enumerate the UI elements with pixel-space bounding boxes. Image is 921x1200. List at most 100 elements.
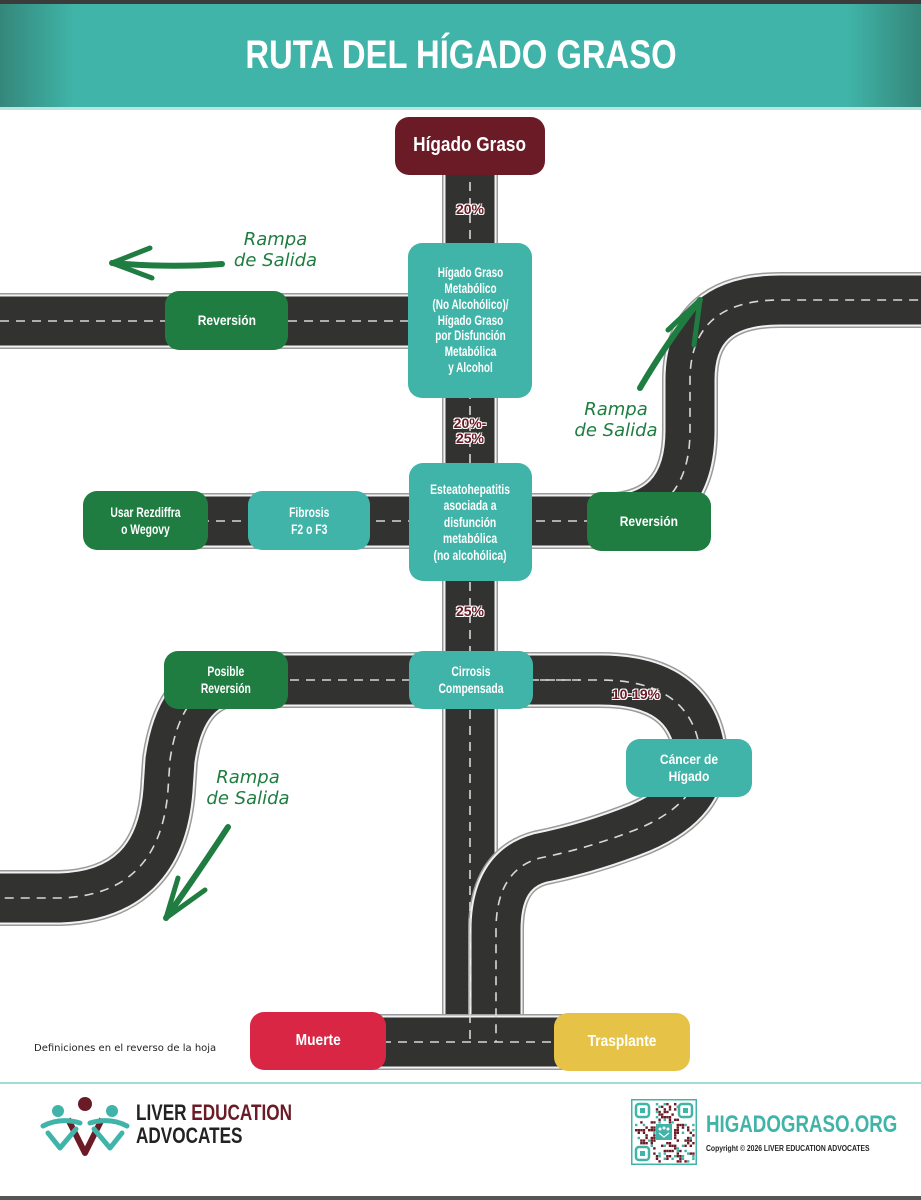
node-possible-reversion-label: Posible Reversión bbox=[197, 663, 255, 696]
cirrhosis-line: Cirrosis bbox=[451, 663, 491, 680]
exit-ramp-label-left: Rampa de Salida bbox=[228, 229, 323, 271]
road-cancer-curve bbox=[468, 652, 729, 1042]
node-mash: Esteatohepatitis asociada a disfunción m… bbox=[409, 463, 532, 581]
roads bbox=[0, 150, 921, 1070]
page-title: RUTA DEL HÍGADO GRASO bbox=[244, 33, 677, 77]
qr-module bbox=[637, 1129, 640, 1132]
qr-module bbox=[655, 1103, 659, 1106]
exit-ramp-line: de Salida bbox=[574, 419, 658, 441]
qr-module bbox=[655, 1108, 659, 1111]
qr-module bbox=[687, 1142, 690, 1145]
pct-to-cirrhosis: 25% bbox=[455, 603, 485, 619]
qr-module bbox=[681, 1123, 685, 1127]
qr-module bbox=[676, 1123, 679, 1127]
node-transplant-label: Trasplante bbox=[587, 1032, 657, 1050]
masld-line: Hígado Graso bbox=[437, 312, 503, 328]
liver-education-advocates-logo-icon bbox=[40, 1097, 130, 1156]
copyright-text: Copyright © 2026 LIVER EDUCATION ADVOCAT… bbox=[706, 1144, 870, 1153]
node-liver-cancer-label: Cáncer de Hígado bbox=[659, 751, 719, 784]
qr-module bbox=[692, 1152, 695, 1155]
qr-module bbox=[689, 1136, 692, 1140]
node-death-label: Muerte bbox=[295, 1031, 341, 1049]
qr-module bbox=[653, 1152, 656, 1155]
exit-ramp-line: Rampa bbox=[584, 399, 648, 420]
qr-module bbox=[689, 1139, 692, 1142]
fibrosis-line: F2 o F3 bbox=[290, 520, 328, 537]
pct-to-cancer: 10-19% bbox=[611, 686, 661, 702]
qr-code-icon[interactable] bbox=[631, 1099, 697, 1165]
qr-module bbox=[653, 1126, 656, 1129]
qr-module bbox=[640, 1139, 643, 1142]
masld-line: Metabólica bbox=[444, 344, 496, 360]
qr-module bbox=[661, 1144, 664, 1147]
qr-module bbox=[676, 1129, 679, 1132]
treatment-line: Usar Rezdiffra bbox=[110, 503, 181, 520]
pct-to-mash-line: 20%- bbox=[453, 415, 487, 431]
qr-module bbox=[648, 1129, 651, 1132]
qr-module bbox=[653, 1136, 656, 1140]
qr-module bbox=[658, 1110, 661, 1114]
qr-module bbox=[658, 1155, 661, 1158]
qr-module bbox=[676, 1152, 679, 1155]
qr-module bbox=[655, 1116, 659, 1119]
qr-module bbox=[640, 1121, 643, 1124]
fibrosis-line: Fibrosis bbox=[288, 503, 330, 520]
qr-module bbox=[679, 1157, 682, 1160]
qr-module bbox=[692, 1155, 695, 1158]
qr-module bbox=[655, 1155, 659, 1158]
qr-module bbox=[663, 1108, 666, 1111]
treatment-line: o Wegovy bbox=[121, 520, 170, 537]
exit-ramp-line: de Salida bbox=[206, 787, 290, 809]
qr-module bbox=[642, 1129, 646, 1132]
masld-line: (No Alcohólico)/ bbox=[431, 296, 509, 312]
node-reversion-left-label: Reversión bbox=[197, 312, 256, 329]
node-death: Muerte bbox=[250, 1012, 386, 1070]
mash-line: disfunción bbox=[444, 513, 497, 530]
qr-module bbox=[674, 1147, 677, 1150]
road-surface bbox=[0, 656, 233, 923]
qr-module bbox=[668, 1108, 672, 1111]
qr-module bbox=[674, 1131, 677, 1134]
qr-module bbox=[663, 1116, 666, 1119]
qr-module bbox=[668, 1144, 672, 1147]
qr-module bbox=[642, 1123, 646, 1127]
qr-module bbox=[692, 1157, 695, 1160]
qr-module bbox=[671, 1144, 674, 1147]
qr-module bbox=[681, 1155, 685, 1158]
qr-module bbox=[679, 1155, 682, 1158]
mash-line: asociada a bbox=[444, 497, 497, 514]
qr-module bbox=[684, 1139, 687, 1142]
node-fibrosis: Fibrosis F2 o F3 bbox=[248, 491, 370, 550]
node-liver-cancer: Cáncer de Hígado bbox=[626, 739, 752, 797]
possible-reversion-line: Posible bbox=[207, 663, 245, 680]
qr-module bbox=[689, 1152, 692, 1155]
masld-line: Metabólico bbox=[443, 280, 497, 296]
mash-line: Esteatohepatitis bbox=[430, 480, 511, 497]
node-cirrhosis: Cirrosis Compensada bbox=[409, 651, 533, 709]
qr-module bbox=[689, 1144, 692, 1147]
qr-module bbox=[642, 1131, 646, 1134]
qr-module bbox=[650, 1121, 653, 1124]
node-fatty-liver: Hígado Graso bbox=[395, 117, 545, 175]
qr-module bbox=[640, 1129, 643, 1132]
qr-module bbox=[679, 1160, 682, 1163]
qr-module bbox=[650, 1139, 653, 1142]
qr-module bbox=[666, 1116, 669, 1119]
qr-module bbox=[650, 1142, 653, 1145]
qr-module bbox=[635, 1123, 638, 1127]
node-treatment-label: Usar Rezdiffra o Wegovy bbox=[105, 504, 187, 537]
qr-module bbox=[684, 1149, 687, 1153]
exit-ramp-line: Rampa bbox=[243, 229, 308, 250]
website-link[interactable]: HIGADOGRASO.ORG bbox=[706, 1111, 898, 1138]
qr-module bbox=[689, 1131, 692, 1134]
qr-module bbox=[661, 1105, 664, 1108]
road-left-ramp bbox=[0, 652, 234, 926]
qr-module bbox=[653, 1131, 656, 1134]
qr-module bbox=[671, 1149, 674, 1153]
node-reversion-right: Reversión bbox=[587, 492, 711, 551]
qr-module bbox=[653, 1129, 656, 1132]
qr-module bbox=[658, 1160, 661, 1163]
qr-module bbox=[671, 1121, 674, 1124]
qr-module bbox=[650, 1126, 653, 1129]
qr-module bbox=[653, 1147, 656, 1150]
